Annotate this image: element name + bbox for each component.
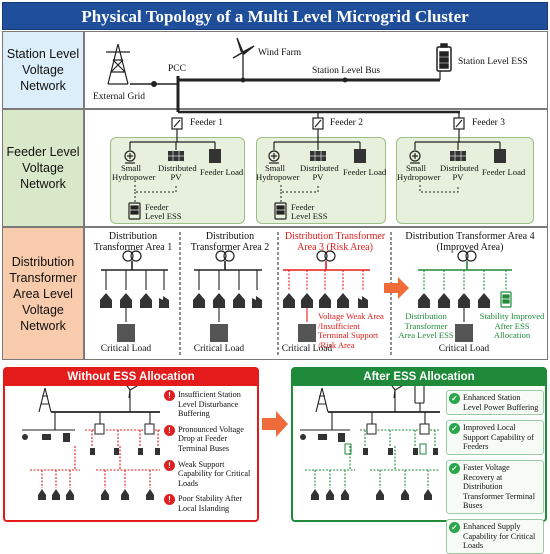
topology-diagram bbox=[22, 37, 512, 500]
row-label-station: Station Level Voltage Network bbox=[2, 31, 84, 109]
area-4-improve-note: Stability Improved After ESS Allocation bbox=[479, 311, 545, 340]
row-label-distribution: Distribution Transformer Area Level Volt… bbox=[2, 227, 84, 360]
check-icon: ✓ bbox=[449, 393, 460, 404]
without-item-3: !Weak Support Capability for Critical Lo… bbox=[164, 459, 256, 489]
factory-icon bbox=[159, 296, 368, 308]
feeder-2-hydro-label: Small Hydropower bbox=[256, 163, 300, 182]
pcc-node bbox=[151, 81, 157, 87]
feeder-2-load-label: Feeder Load bbox=[343, 167, 387, 177]
feeder-1-hydro-label: Small Hydropower bbox=[112, 163, 156, 182]
station-bus-label: Station Level Bus bbox=[312, 66, 381, 76]
without-item-4-text: Poor Stability After Local Islanding bbox=[178, 494, 243, 513]
wind-farm-label: Wind Farm bbox=[258, 48, 302, 58]
page-title: Physical Topology of a Multi Level Micro… bbox=[2, 2, 548, 30]
row-label-station-text: Station Level Voltage Network bbox=[6, 47, 80, 93]
after-item-1: ✓Enhanced Station Level Power Buffering bbox=[446, 390, 544, 416]
feeder-2-pv-label: Distributed PV bbox=[300, 163, 339, 182]
without-ess-title: Without ESS Allocation bbox=[5, 369, 257, 386]
critical-load-icon bbox=[117, 324, 473, 342]
transformer-icon bbox=[122, 250, 477, 262]
station-ess-label: Station Level ESS bbox=[458, 57, 528, 67]
feeder-1-label: Feeder 1 bbox=[190, 118, 223, 128]
without-item-2-text: Pronounced Voltage Drop at Feeder Termin… bbox=[178, 424, 244, 453]
feeder-2-ess-label: Feeder Level ESS bbox=[291, 202, 328, 221]
without-item-4: !Poor Stability After Local Islanding bbox=[164, 494, 256, 513]
after-item-3: ✓Faster Voltage Recovery at Distribution… bbox=[446, 459, 544, 514]
feeder-3-label: Feeder 3 bbox=[472, 118, 505, 128]
area-3-critical-load: Critical Load bbox=[281, 344, 333, 354]
transition-arrow-icon bbox=[262, 411, 288, 437]
after-item-3-text: Faster Voltage Recovery at Distribution … bbox=[463, 462, 535, 511]
after-item-1-text: Enhanced Station Level Power Buffering bbox=[463, 393, 539, 412]
area-battery-icon bbox=[500, 291, 512, 308]
station-battery-icon bbox=[436, 43, 452, 72]
area-4-ess-note: Distribution Transformer Area Level ESS bbox=[398, 311, 454, 340]
after-ess-title: After ESS Allocation bbox=[293, 369, 545, 386]
without-item-3-text: Weak Support Capability for Critical Loa… bbox=[178, 459, 251, 488]
check-icon: ✓ bbox=[449, 423, 460, 435]
warning-icon: ! bbox=[164, 424, 175, 436]
feeder-battery-icon bbox=[128, 202, 287, 220]
check-icon: ✓ bbox=[449, 521, 460, 533]
warning-icon: ! bbox=[164, 494, 175, 506]
warning-icon: ! bbox=[164, 459, 175, 471]
row-label-distribution-text: Distribution Transformer Area Level Volt… bbox=[9, 254, 77, 333]
after-item-2-text: Improved Local Support Capability of Fee… bbox=[463, 423, 534, 452]
check-icon: ✓ bbox=[449, 462, 460, 474]
without-ess-list: !Insufficient Station Level Disturbance … bbox=[164, 390, 256, 514]
after-ess-list: ✓Enhanced Station Level Power Buffering … bbox=[446, 390, 544, 554]
after-ess-panel: After ESS Allocation bbox=[291, 367, 547, 522]
without-ess-panel: Without ESS Allocation bbox=[3, 367, 259, 522]
feeder-3-pv-label: Distributed PV bbox=[440, 163, 479, 182]
area-2-critical-load: Critical Load bbox=[193, 344, 245, 354]
warning-icon: ! bbox=[164, 390, 175, 401]
building-icon bbox=[209, 149, 506, 163]
transmission-tower-icon bbox=[106, 43, 130, 85]
wind-turbine-icon bbox=[232, 37, 255, 76]
area-4-critical-load: Critical Load bbox=[438, 344, 490, 354]
area-3-title: Distribution Transformer Area 3 (Risk Ar… bbox=[284, 231, 386, 253]
area-1-title: Distribution Transformer Area 1 bbox=[93, 231, 173, 253]
pcc-label: PCC bbox=[168, 64, 186, 74]
area-2-title: Distribution Transformer Area 2 bbox=[190, 231, 270, 253]
feeder-3-hydro-label: Small Hydropower bbox=[397, 163, 441, 182]
feeder-2-label: Feeder 2 bbox=[330, 118, 363, 128]
house-icon bbox=[100, 293, 490, 308]
area-3-note: Voltage Weak Area /Insufficient Terminal… bbox=[318, 311, 384, 350]
feeder-3-load-label: Feeder Load bbox=[482, 167, 526, 177]
feeder-1-pv-label: Distributed PV bbox=[158, 163, 197, 182]
area-4-title: Distribution Transformer Area 4 (Improve… bbox=[405, 231, 535, 253]
without-item-1: !Insufficient Station Level Disturbance … bbox=[164, 390, 256, 419]
feeder-1-load-label: Feeder Load bbox=[200, 167, 244, 177]
after-item-4: ✓Enhanced Supply Capability for Critical… bbox=[446, 518, 544, 554]
without-item-2: !Pronounced Voltage Drop at Feeder Termi… bbox=[164, 424, 256, 454]
area-1-critical-load: Critical Load bbox=[100, 344, 152, 354]
improve-arrow-icon bbox=[384, 277, 409, 299]
after-item-2: ✓Improved Local Support Capability of Fe… bbox=[446, 420, 544, 455]
external-grid-label: External Grid bbox=[93, 92, 145, 102]
row-label-feeder: Feeder Level Voltage Network bbox=[2, 109, 84, 227]
row-label-feeder-text: Feeder Level Voltage Network bbox=[6, 145, 80, 191]
feeder-1-ess-label: Feeder Level ESS bbox=[145, 202, 182, 221]
after-item-4-text: Enhanced Supply Capability for Critical … bbox=[463, 521, 536, 551]
station-row-box bbox=[84, 31, 548, 109]
without-item-1-text: Insufficient Station Level Disturbance B… bbox=[178, 390, 241, 419]
hydropower-icon bbox=[124, 150, 421, 164]
